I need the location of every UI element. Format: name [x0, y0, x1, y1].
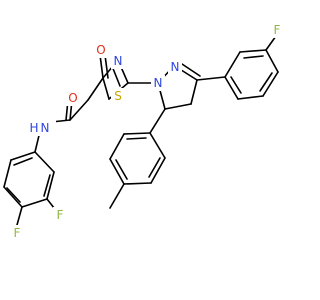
atom-labels: F O N N N S O H N F F [10, 22, 284, 241]
sulfur-atom-ring: S [114, 89, 122, 103]
molecule-drawing: F O N N N S O H N F F [3, 22, 284, 241]
fluorine-atom-top: F [274, 23, 281, 37]
nitrogen-atom-amide: N [41, 121, 50, 135]
oxygen-atom-ring: O [96, 43, 105, 57]
fluorine-atom-bottom-b: F [14, 226, 21, 240]
fluorine-atom-bottom-a: F [57, 208, 64, 222]
oxygen-atom-amide: O [68, 91, 77, 105]
nitrogen-atom-thiazole: N [114, 54, 123, 68]
nitrogen-atom-pyrazoline-b: N [154, 76, 163, 90]
hydrogen-atom-amide: H [29, 121, 38, 135]
structure-canvas: F O N N N S O H N F F [3, 22, 284, 241]
nitrogen-atom-pyrazoline-a: N [171, 60, 180, 74]
